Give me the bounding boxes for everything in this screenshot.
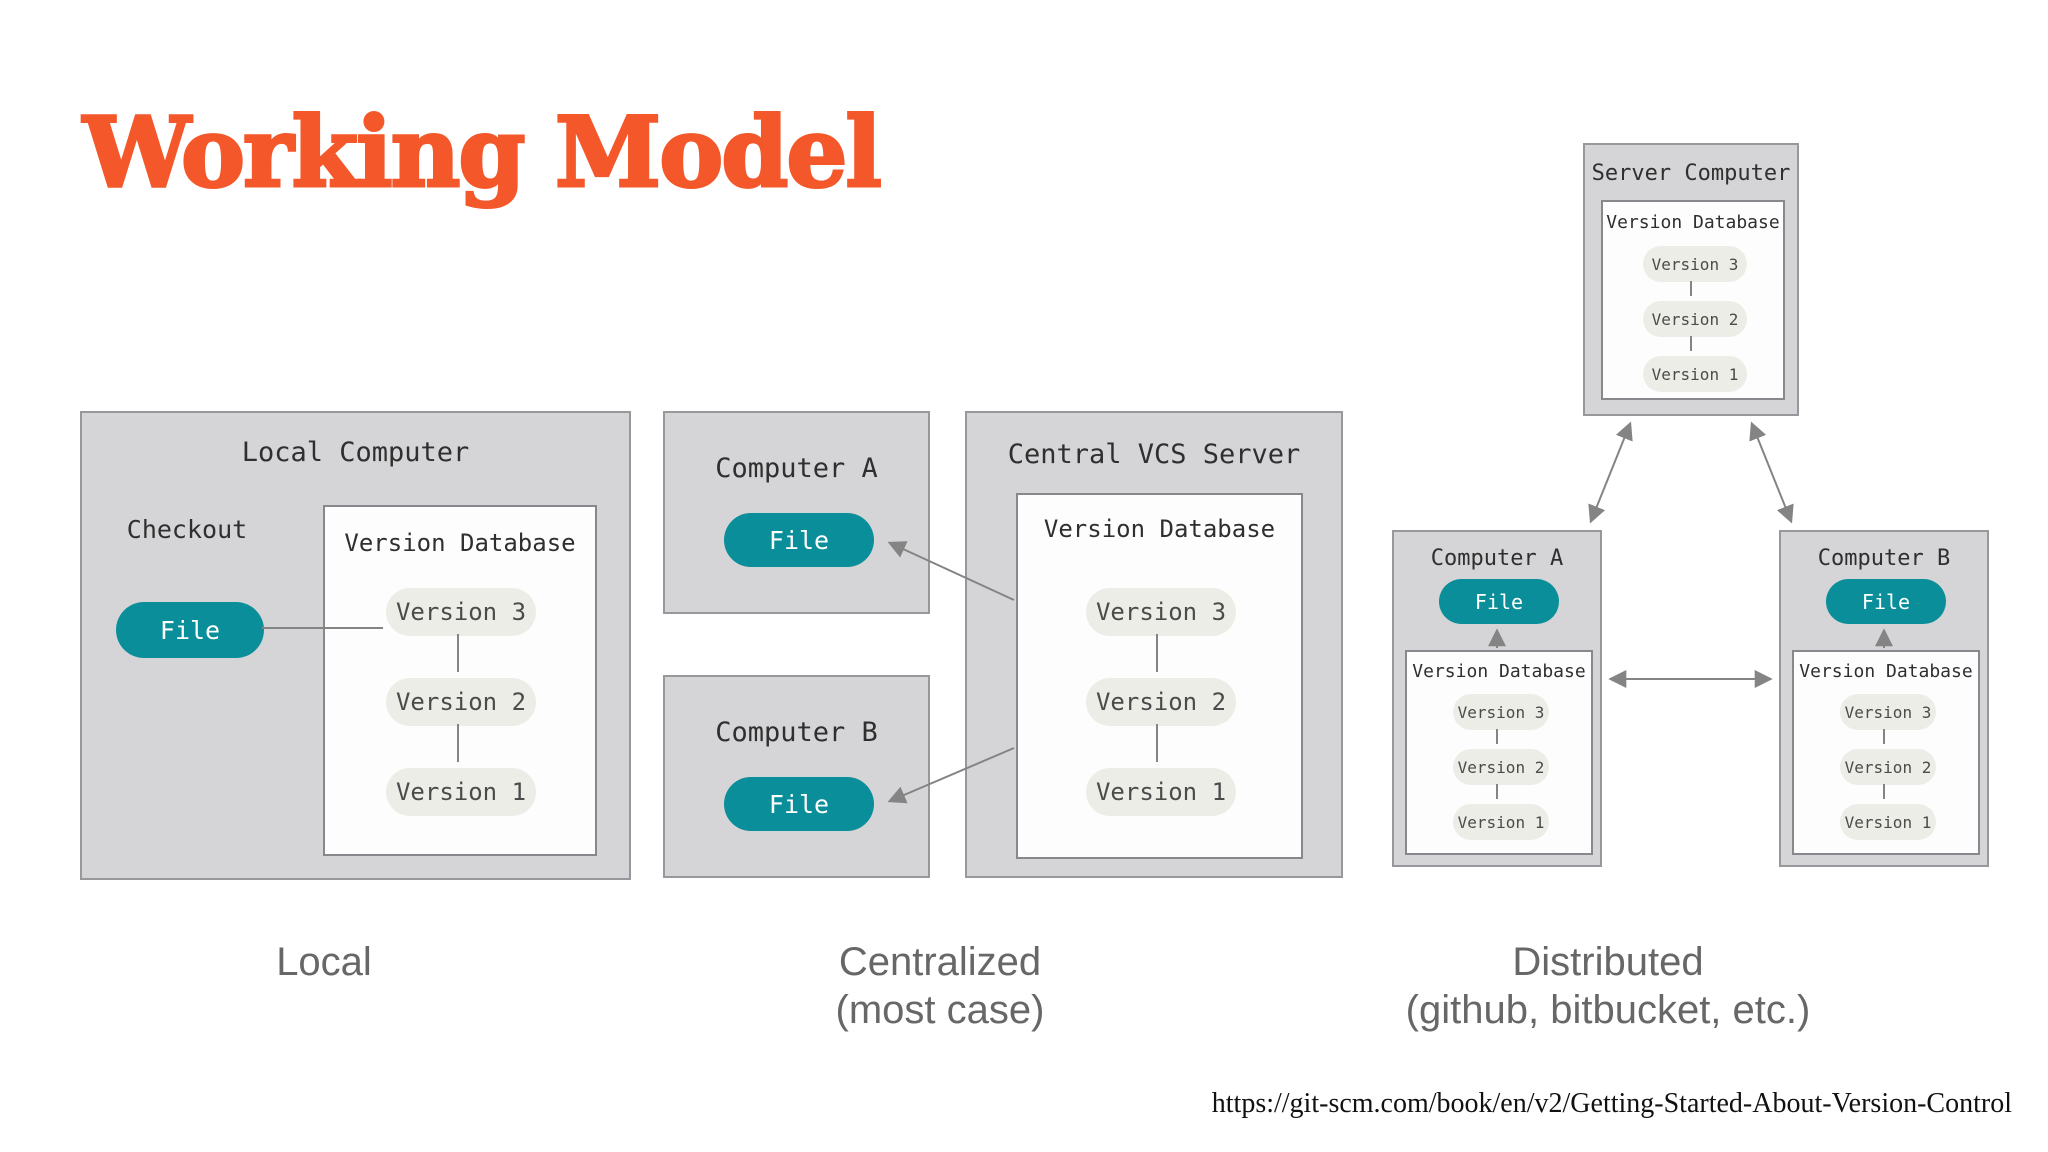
caption-line: (most case) xyxy=(835,988,1045,1032)
distributed-computer-a-box: Computer A File Version Database Version… xyxy=(1392,530,1602,867)
file-pill: File xyxy=(724,777,874,831)
version-database-title: Version Database xyxy=(344,529,576,557)
version-pill: Version 3 xyxy=(386,588,536,636)
version-pill-label: Version 3 xyxy=(1844,702,1932,722)
version-pill-label: Version 3 xyxy=(395,598,527,626)
local-computer-box: Local Computer Checkout File Version Dat… xyxy=(80,411,631,880)
source-url: https://git-scm.com/book/en/v2/Getting-S… xyxy=(1211,1088,2012,1119)
file-pill: File xyxy=(1826,579,1946,624)
computer-b-title: Computer B xyxy=(1817,546,1951,571)
version-pill: Version 1 xyxy=(1086,768,1236,816)
local-computer-title: Local Computer xyxy=(241,437,470,468)
version-database-box: Version Database Version 3 Version 2 Ver… xyxy=(1016,493,1303,859)
computer-a-box: Computer A File xyxy=(663,411,930,614)
caption-centralized: Centralized (most case) xyxy=(740,938,1140,1034)
version-database-box: Version Database Version 3 Version 2 Ver… xyxy=(1601,200,1785,400)
version-pill-label: Version 2 xyxy=(1457,757,1545,777)
server-computer-box: Server Computer Version Database Version… xyxy=(1583,143,1799,416)
caption-line: Distributed xyxy=(1512,940,1704,984)
version-pill-label: Version 1 xyxy=(395,778,527,806)
file-pill-label: File xyxy=(768,525,830,555)
version-pill-label: Version 2 xyxy=(1095,688,1227,716)
version-pill: Version 2 xyxy=(1453,749,1549,785)
file-pill: File xyxy=(724,513,874,567)
version-pill-label: Version 1 xyxy=(1844,812,1932,832)
version-pill-label: Version 2 xyxy=(1844,757,1932,777)
caption-line: (github, bitbucket, etc.) xyxy=(1405,988,1811,1032)
computer-a-title: Computer A xyxy=(1430,546,1564,571)
central-vcs-server-title: Central VCS Server xyxy=(1007,439,1301,470)
version-pill: Version 3 xyxy=(1643,246,1747,282)
version-pill-label: Version 1 xyxy=(1457,812,1545,832)
version-pill: Version 2 xyxy=(1840,749,1936,785)
server-computer-title: Server Computer xyxy=(1591,161,1791,186)
sync-arrow xyxy=(1749,421,1794,524)
version-database-title: Version Database xyxy=(1799,661,1973,682)
version-database-title: Version Database xyxy=(1412,661,1586,682)
version-pill-label: Version 2 xyxy=(395,688,527,716)
version-pill: Version 1 xyxy=(1840,804,1936,840)
version-pill: Version 1 xyxy=(386,768,536,816)
computer-b-box: Computer B File xyxy=(663,675,930,878)
version-pill-label: Version 1 xyxy=(1651,364,1739,384)
caption-distributed: Distributed (github, bitbucket, etc.) xyxy=(1308,938,1908,1034)
version-pill: Version 1 xyxy=(1453,804,1549,840)
computer-a-title: Computer A xyxy=(715,453,878,484)
version-database-title: Version Database xyxy=(1606,212,1780,233)
file-pill: File xyxy=(1439,579,1559,624)
file-pill-label: File xyxy=(1861,589,1911,614)
computer-b-title: Computer B xyxy=(715,717,878,748)
version-pill-label: Version 3 xyxy=(1095,598,1227,626)
version-database-title: Version Database xyxy=(1043,515,1276,543)
version-database-box: Version Database Version 3 Version 2 Ver… xyxy=(1792,650,1980,855)
file-pill: File xyxy=(116,602,264,658)
caption-line: Centralized xyxy=(838,940,1042,984)
version-pill: Version 3 xyxy=(1840,694,1936,730)
file-pill-label: File xyxy=(768,789,830,819)
version-pill-label: Version 2 xyxy=(1651,309,1739,329)
sync-arrow xyxy=(1588,421,1633,524)
central-vcs-server-box: Central VCS Server Version Database Vers… xyxy=(965,411,1343,878)
distributed-computer-b-box: Computer B File Version Database Version… xyxy=(1779,530,1989,867)
file-pill-label: File xyxy=(1474,589,1524,614)
version-pill: Version 3 xyxy=(1086,588,1236,636)
version-pill-label: Version 1 xyxy=(1095,778,1227,806)
version-pill-label: Version 3 xyxy=(1651,254,1739,274)
file-pill-label: File xyxy=(159,615,221,645)
page-title: Working Model xyxy=(82,96,884,209)
checkout-label: Checkout xyxy=(126,515,248,544)
version-pill: Version 2 xyxy=(1643,301,1747,337)
caption-line: Local xyxy=(276,940,372,984)
caption-local: Local xyxy=(174,938,474,986)
version-pill: Version 1 xyxy=(1643,356,1747,392)
version-database-box: Version Database Version 3 Version 2 Ver… xyxy=(1405,650,1593,855)
version-pill: Version 3 xyxy=(1453,694,1549,730)
version-pill-label: Version 3 xyxy=(1457,702,1545,722)
version-pill: Version 2 xyxy=(1086,678,1236,726)
version-database-box: Version Database Version 3 Version 2 Ver… xyxy=(323,505,597,856)
version-pill: Version 2 xyxy=(386,678,536,726)
